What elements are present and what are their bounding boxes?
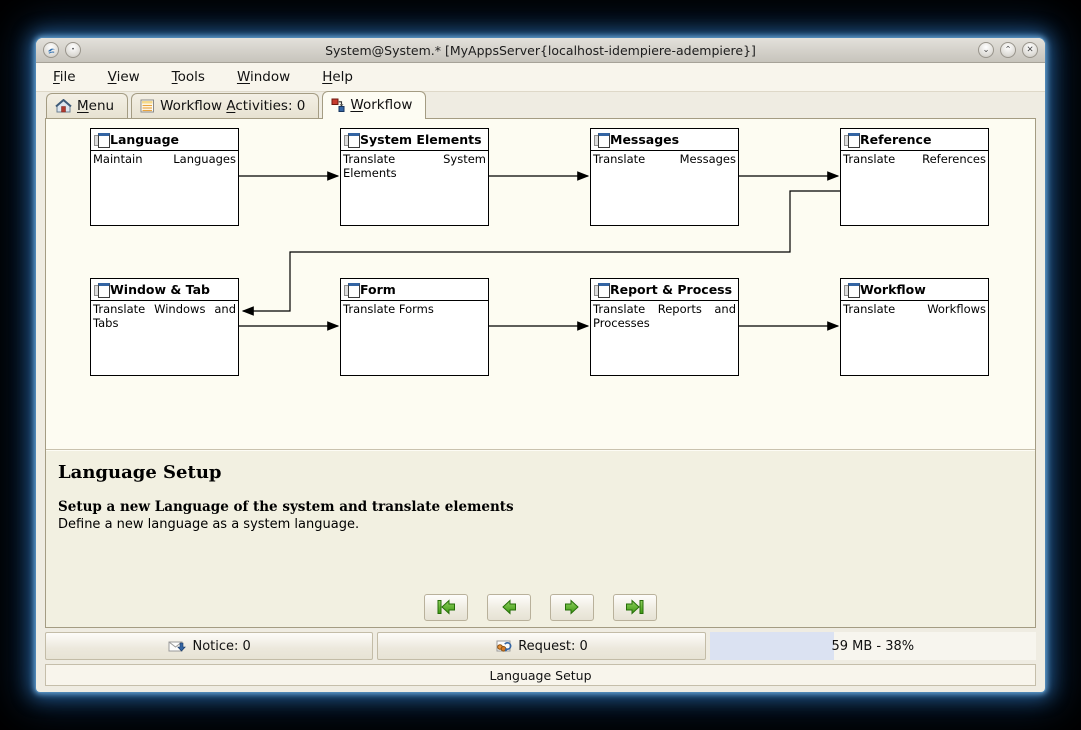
node-description: Translate System Elements — [343, 152, 486, 180]
status-text: Language Setup — [489, 667, 592, 683]
home-icon — [55, 99, 72, 113]
tab-workflow[interactable]: Workflow — [322, 91, 427, 119]
workflow-icon — [331, 98, 345, 112]
request-button[interactable]: Request: 0 — [377, 632, 706, 660]
memory-indicator[interactable]: 59 MB - 38% — [709, 632, 1036, 660]
application-window: • System@System.* [MyAppsServer{localhos… — [36, 38, 1045, 692]
node-title: Report & Process — [610, 282, 733, 297]
title-bar[interactable]: • System@System.* [MyAppsServer{localhos… — [36, 38, 1045, 63]
workflow-description-text: Define a new language as a system langua… — [58, 517, 360, 532]
maximize-button[interactable]: ⌃ — [1000, 42, 1016, 58]
menu-bar: File View Tools Window Help — [36, 63, 1045, 92]
window-icon — [593, 133, 610, 148]
status-bar: Language Setup — [45, 664, 1036, 686]
memory-usage-bar — [709, 632, 834, 660]
node-title: Workflow — [860, 282, 926, 297]
tab-workflow-activities[interactable]: Workflow Activities: 0 — [131, 93, 320, 118]
menu-view[interactable]: View — [107, 69, 140, 85]
window-icon — [593, 283, 610, 298]
notice-button[interactable]: Notice: 0 — [45, 632, 374, 660]
last-record-icon — [626, 599, 644, 615]
workflow-node-report-process[interactable]: Report & Process Translate Reports and P… — [590, 278, 739, 376]
node-description: Translate References — [843, 152, 986, 166]
workflow-node-system-elements[interactable]: System Elements Translate System Element… — [340, 128, 489, 226]
menu-window[interactable]: Window — [236, 69, 291, 85]
workflow-heading: Language Setup — [58, 462, 222, 483]
app-logo-icon — [47, 48, 55, 54]
first-record-icon — [437, 599, 455, 615]
tab-menu[interactable]: Menu — [46, 93, 129, 118]
window-icon — [93, 283, 110, 298]
workflow-node-messages[interactable]: Messages Translate Messages — [590, 128, 739, 226]
workflow-canvas[interactable]: Language Maintain Languages System Eleme… — [46, 119, 1035, 450]
shade-button[interactable]: ⌄ — [978, 42, 994, 58]
workflow-node-reference[interactable]: Reference Translate References — [840, 128, 989, 226]
node-title: Messages — [610, 132, 680, 147]
workflow-connectors — [239, 171, 840, 331]
node-title: Window & Tab — [110, 282, 210, 297]
node-description: Translate Forms — [343, 302, 434, 316]
window-icon — [343, 283, 360, 298]
window-icon — [843, 283, 860, 298]
menu-help[interactable]: Help — [322, 69, 353, 85]
status-widget-row: Notice: 0 Request: 0 59 MB - 38% — [45, 632, 1036, 660]
activities-icon — [140, 99, 155, 113]
node-description: Translate Messages — [593, 152, 736, 166]
node-title: Reference — [860, 132, 932, 147]
window-icon — [843, 133, 860, 148]
window-menu-icon[interactable]: • — [65, 42, 81, 58]
workflow-node-form[interactable]: Form Translate Forms — [340, 278, 489, 376]
node-title: System Elements — [360, 132, 482, 147]
window-icon — [93, 133, 110, 148]
node-description: Translate Workflows — [843, 302, 986, 316]
last-record-button[interactable] — [613, 593, 657, 621]
window-icon — [343, 133, 360, 148]
next-record-button[interactable] — [550, 593, 594, 621]
node-description: Translate Reports and Processes — [593, 302, 736, 330]
app-icon[interactable] — [43, 42, 59, 58]
node-title: Language — [110, 132, 180, 147]
node-description: Maintain Languages — [93, 152, 236, 166]
workflow-subtitle: Setup a new Language of the system and t… — [58, 499, 514, 515]
memory-label: 59 MB - 38% — [831, 638, 915, 654]
workflow-node-language[interactable]: Language Maintain Languages — [90, 128, 239, 226]
menu-tools[interactable]: Tools — [171, 69, 205, 85]
workflow-node-window-tab[interactable]: Window & Tab Translate Windows and Tabs — [90, 278, 239, 376]
workflow-node-workflow[interactable]: Workflow Translate Workflows — [840, 278, 989, 376]
next-record-icon — [565, 599, 579, 615]
workflow-panel: Language Maintain Languages System Eleme… — [45, 118, 1036, 628]
window-title: System@System.* [MyAppsServer{localhost-… — [325, 42, 756, 58]
node-description: Translate Windows and Tabs — [93, 302, 236, 330]
previous-record-icon — [502, 599, 516, 615]
close-button[interactable]: ✕ — [1022, 42, 1038, 58]
record-navigation-bar — [46, 587, 1035, 627]
tab-bar: Menu Workflow Activities: 0 Workflow — [46, 91, 427, 119]
notice-label: Notice: 0 — [192, 638, 251, 654]
request-label: Request: 0 — [518, 638, 588, 654]
workflow-description-panel: Language Setup Setup a new Language of t… — [46, 450, 1035, 587]
menu-file[interactable]: File — [53, 69, 76, 85]
first-record-button[interactable] — [424, 593, 468, 621]
request-icon — [496, 640, 512, 652]
node-title: Form — [360, 282, 396, 297]
notice-icon — [168, 641, 186, 651]
previous-record-button[interactable] — [487, 593, 531, 621]
